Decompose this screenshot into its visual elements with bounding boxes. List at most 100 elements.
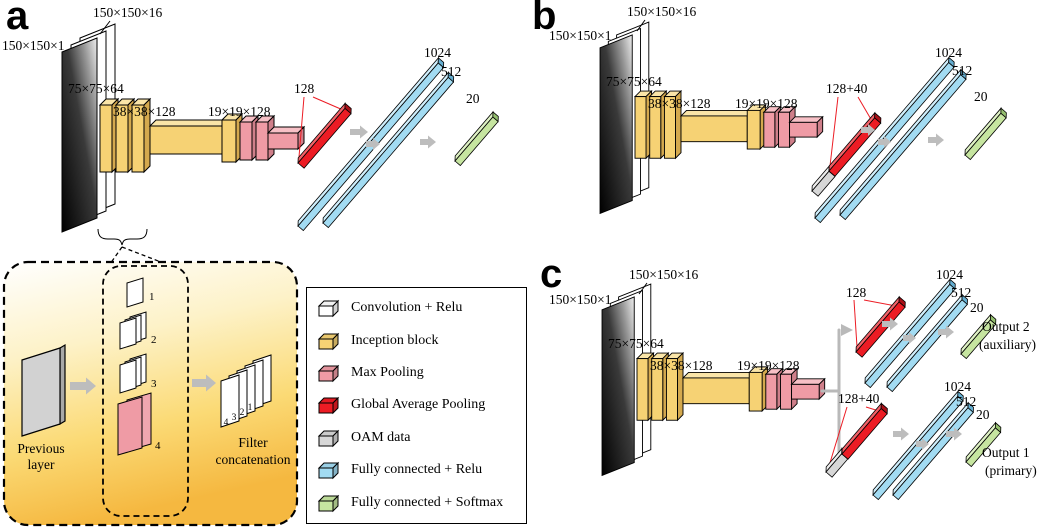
flow-arrow-icon bbox=[420, 135, 436, 149]
conv-dim-label: 150×150×16 bbox=[93, 5, 162, 20]
branch-4-plane bbox=[117, 396, 143, 456]
fc1-dim-label: 1024 bbox=[424, 45, 451, 60]
inset-link-dash bbox=[121, 246, 167, 265]
flow-arrow-icon bbox=[938, 325, 954, 339]
fc2-dim-label: 512 bbox=[952, 63, 972, 78]
flow-arrow-icon bbox=[903, 332, 916, 344]
inception-inset: Previous layer 1 2 3 4 4 3 2 1 Filter co… bbox=[2, 260, 299, 527]
gap-bar bbox=[297, 102, 352, 169]
branch-4-label: 4 bbox=[155, 440, 161, 452]
branch-3-label: 3 bbox=[151, 378, 157, 390]
concat-num: 1 bbox=[248, 403, 253, 413]
panel-a-letter: a bbox=[6, 0, 29, 38]
branch-2-label: 2 bbox=[151, 334, 157, 346]
input-dim-label: 150×150×1 bbox=[2, 38, 64, 53]
flow-arrow-icon bbox=[893, 427, 909, 441]
inception1-dim-label: 75×75×64 bbox=[68, 81, 124, 96]
gap-pointer-line bbox=[863, 299, 897, 307]
out-dim-label: 20 bbox=[970, 300, 984, 315]
softmax-bar bbox=[964, 107, 1007, 161]
gap-pointer-line bbox=[829, 96, 839, 167]
output2-sublabel: (auxiliary) bbox=[979, 337, 1036, 352]
flow-arrow-icon bbox=[70, 377, 96, 395]
fc1-dim-label: 1024 bbox=[935, 45, 962, 60]
gap-pointer-line bbox=[853, 299, 858, 348]
fc2-dim-label: 512 bbox=[956, 394, 976, 409]
softmax-bar bbox=[454, 110, 499, 167]
legend-item-maxpool: Max Pooling bbox=[316, 363, 522, 383]
concat-num: 4 bbox=[224, 418, 229, 428]
gap-bar bbox=[841, 402, 888, 460]
oam-cube-icon bbox=[317, 429, 340, 448]
fc-relu-cube-icon bbox=[317, 462, 340, 480]
flow-arrow-icon bbox=[366, 138, 380, 150]
gap-pointer-line bbox=[298, 96, 305, 158]
inception2-dim-label: 38×38×128 bbox=[113, 104, 176, 119]
panel-c-letter: c bbox=[540, 252, 563, 296]
inception1-dim-label: 75×75×64 bbox=[606, 74, 662, 89]
branch-2-plane bbox=[119, 317, 137, 350]
previous-layer-label-1: Previous bbox=[17, 441, 64, 456]
flow-arrow-icon bbox=[928, 133, 944, 147]
gap-pointer-line bbox=[828, 406, 848, 467]
flow-arrow-icon bbox=[192, 374, 216, 392]
legend-label: Inception block bbox=[351, 332, 439, 348]
pool-dim-label: 19×19×128 bbox=[735, 96, 798, 111]
fc-softmax-cube-icon bbox=[317, 494, 340, 512]
maxpool-cube-icon bbox=[317, 364, 340, 383]
conv-dim-label: 150×150×16 bbox=[627, 4, 696, 19]
flow-arrow-icon bbox=[878, 136, 891, 148]
fc1024-bar bbox=[872, 390, 964, 501]
legend-item-oam: OAM data bbox=[316, 428, 522, 448]
output1-sublabel: (primary) bbox=[985, 463, 1037, 478]
flow-arrow-icon bbox=[861, 124, 875, 136]
gap-cube-icon bbox=[317, 397, 340, 415]
fc512-bar bbox=[322, 71, 455, 229]
concat-num: 3 bbox=[232, 413, 237, 423]
fc1-dim-label: 1024 bbox=[944, 379, 971, 394]
softmax-bar bbox=[960, 313, 997, 360]
legend-label: Fully connected + Relu bbox=[351, 462, 483, 478]
underbrace bbox=[97, 228, 148, 246]
fc512-bar bbox=[886, 293, 968, 393]
legend-item-convolution: Convolution + Relu bbox=[316, 298, 522, 318]
legend-label: Global Average Pooling bbox=[351, 397, 486, 413]
conv-dim-label: 150×150×16 bbox=[629, 267, 698, 282]
convolution-cube-icon bbox=[317, 299, 340, 318]
input-dim-label: 150×150×1 bbox=[549, 28, 611, 43]
panel-c: 150×150×1 150×150×16 75×75×64 38×38×128 … bbox=[549, 267, 1037, 501]
legend-label: Convolution + Relu bbox=[351, 300, 463, 316]
legend-item-fc-relu: Fully connected + Relu bbox=[316, 460, 522, 480]
fc2-dim-label: 512 bbox=[441, 64, 461, 79]
branch-1-label: 1 bbox=[149, 291, 155, 303]
branch-primary: 128+40 bbox=[825, 379, 1037, 501]
concat-stack-plane bbox=[220, 374, 240, 428]
pool-dim-label: 19×19×128 bbox=[208, 104, 271, 119]
branches-box bbox=[102, 265, 189, 517]
output1-label: Output 1 bbox=[982, 445, 1030, 460]
concat-num: 2 bbox=[240, 408, 245, 418]
panel-b: 150×150×1 150×150×16 75×75×64 38×38×128 … bbox=[549, 4, 1007, 224]
inception2-dim-label: 38×38×128 bbox=[650, 358, 713, 373]
legend-item-gap: Global Average Pooling bbox=[316, 395, 522, 415]
gap-bar bbox=[855, 295, 906, 358]
panel-a-backbone bbox=[61, 23, 305, 233]
previous-layer-plane bbox=[21, 347, 61, 437]
fc1-dim-label: 1024 bbox=[936, 267, 963, 282]
pool-dim-label: 19×19×128 bbox=[737, 358, 800, 373]
branch-auxiliary: 128 1024 bbox=[846, 267, 1036, 393]
flow-arrow-icon bbox=[882, 317, 898, 331]
out-dim-label: 20 bbox=[466, 91, 480, 106]
branch-1-plane bbox=[126, 277, 144, 308]
legend: Convolution + Relu Inception block Max P… bbox=[306, 287, 527, 524]
panel-b-backbone bbox=[599, 21, 824, 214]
gap-dim-label: 128 bbox=[294, 81, 315, 96]
panel-c-backbone bbox=[601, 283, 826, 476]
branch-3-plane bbox=[119, 359, 137, 394]
inception2-dim-label: 38×38×128 bbox=[648, 96, 711, 111]
filter-concat-label-2: concatenation bbox=[216, 452, 291, 467]
legend-label: OAM data bbox=[351, 429, 411, 445]
inception-cube-icon bbox=[317, 332, 340, 350]
flow-arrow-icon bbox=[946, 427, 962, 441]
